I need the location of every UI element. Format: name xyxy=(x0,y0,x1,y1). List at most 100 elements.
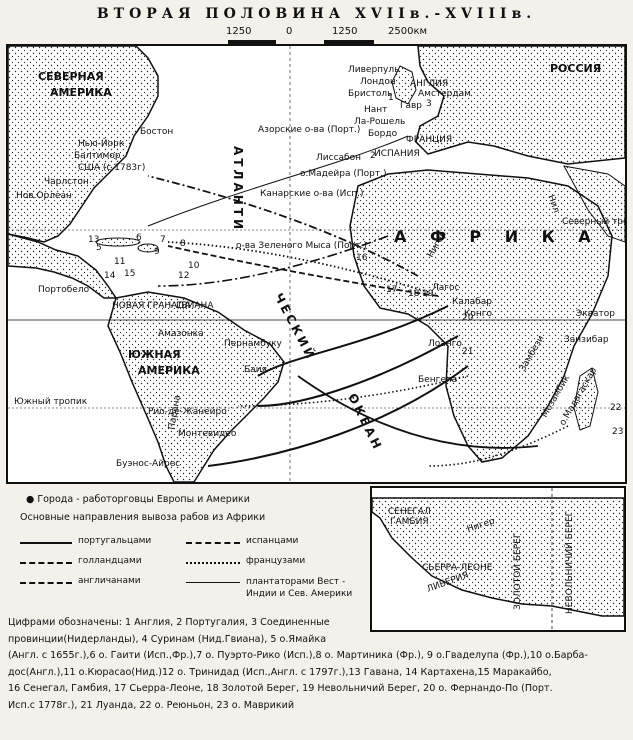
num-16: 16 xyxy=(356,253,368,263)
note-line-1: Цифрами обозначены: 1 Англия, 2 Португал… xyxy=(8,617,330,628)
region-guiana: ГВИАНА xyxy=(176,301,214,311)
region-spain: ИСПАНИЯ xyxy=(374,149,420,159)
scale-label-3: 2500км xyxy=(388,26,428,37)
region-congo: Конго xyxy=(464,309,493,319)
route-dutch xyxy=(167,245,439,297)
city-lisbon: Лиссабон xyxy=(316,153,361,163)
cuba-island xyxy=(95,237,141,247)
num-3: 3 xyxy=(426,99,432,109)
city-amsterdam: Амстердам xyxy=(418,89,471,99)
route-portuguese-3 xyxy=(207,365,469,467)
inset-svg: СЕНЕГАЛ ГАМБИЯ Нигер СЬЕРРА-ЛЕОНЕ ЛИБЕРИ… xyxy=(372,488,624,630)
legend-spanish: испанцами xyxy=(246,536,299,546)
num-1: 1 xyxy=(388,93,394,103)
num-22: 22 xyxy=(610,403,621,413)
label-russia: РОССИЯ xyxy=(550,62,601,75)
label-south-america-1: ЮЖНАЯ xyxy=(128,348,181,361)
route-french-2 xyxy=(237,375,469,407)
route-spanish xyxy=(157,235,389,287)
central-america-land xyxy=(8,233,118,299)
city-portobelo: Портобело xyxy=(38,285,90,295)
label-north-america-1: СЕВЕРНАЯ xyxy=(38,70,104,83)
island-labels: Азорские о-ва (Порт.) о.Мадейра (Порт.) … xyxy=(236,125,386,251)
city-labels: Ливерпуль Лондон Бристоль Амстердам Гавр… xyxy=(16,65,609,469)
island-madeira: о.Мадейра (Порт.) xyxy=(300,169,386,179)
legend-dot-label: Города - работорговцы Европы и Америки xyxy=(37,494,250,505)
num-15: 15 xyxy=(124,269,135,279)
inset-gambia: ГАМБИЯ xyxy=(390,517,429,527)
region-england: АНГЛИЯ xyxy=(410,79,448,89)
label-ocean-2: ЧЕСКИЙ xyxy=(271,290,319,363)
label-africa: А Ф Р И К А xyxy=(394,227,600,246)
num-7: 7 xyxy=(160,235,166,245)
arabia-land xyxy=(563,165,625,243)
inset-map: СЕНЕГАЛ ГАМБИЯ Нигер СЬЕРРА-ЛЕОНЕ ЛИБЕРИ… xyxy=(370,486,626,632)
city-baltimore: Балтимор xyxy=(74,151,121,161)
legend-dashed-line xyxy=(20,562,72,564)
num-11: 11 xyxy=(114,257,125,267)
island-canary: Канарские о-ва (Исп.) xyxy=(260,189,364,199)
legend-solid-line xyxy=(20,542,72,544)
num-23: 23 xyxy=(612,427,623,437)
legend-routes-title: Основные направления вывоза рабов из Афр… xyxy=(20,512,266,523)
num-5: 5 xyxy=(96,243,102,253)
num-8: 8 xyxy=(180,239,186,249)
city-montevideo: Монтевидео xyxy=(178,429,237,439)
city-usa: США (с 1783г) xyxy=(78,163,145,173)
number-labels: 1 2 3 5 6 7 8 9 10 11 12 13 14 15 16 17 … xyxy=(88,93,623,437)
britain-island xyxy=(391,65,417,105)
hispaniola-island xyxy=(137,243,159,253)
note-line-5: 16 Сенегал, Гамбия, 17 Сьерра-Леоне, 18 … xyxy=(8,683,553,694)
city-nantes: Нант xyxy=(364,105,387,115)
legend-dotted-line xyxy=(186,562,240,564)
note-line-6: Исп.с 1778г.), 21 Луанда, 22 о. Реюньон,… xyxy=(8,699,295,711)
map-svg: СЕВЕРНАЯ АМЕРИКА ЮЖНАЯ АМЕРИКА А Ф Р И К… xyxy=(8,46,625,482)
num-13: 13 xyxy=(88,235,99,245)
city-liverpool: Ливерпуль xyxy=(348,65,399,75)
num-9: 9 xyxy=(154,247,160,257)
legend-french: французами xyxy=(246,556,306,566)
island-azores: Азорские о-ва (Порт.) xyxy=(258,125,360,135)
legend-dutch: голландцами xyxy=(78,556,142,566)
region-amazon: Амазонка xyxy=(158,329,204,339)
notes: Цифрами обозначены: 1 Англия, 2 Португал… xyxy=(8,615,623,714)
city-pernambuco: Пернамбуку xyxy=(224,339,283,349)
city-new-orleans: Нов.Орлеан xyxy=(16,191,72,201)
num-2: 2 xyxy=(370,151,376,161)
label-south-america-2: АМЕРИКА xyxy=(138,364,200,377)
city-rio: Рио-де-Жанейро xyxy=(148,407,227,417)
city-bristol: Бристоль xyxy=(348,89,393,99)
city-charleston: Чарлстон xyxy=(44,177,89,187)
map-title: ВТОРАЯ ПОЛОВИНА XVIIв.-XVIIIв. xyxy=(96,6,537,22)
line-north-tropic: Северный тропик xyxy=(562,217,625,227)
legend-thin-line xyxy=(186,582,240,583)
region-new-granada: НОВАЯ ГРАНАДА xyxy=(112,301,191,311)
legend-planters: плантаторами Вест - Индии и Сев. Америки xyxy=(246,577,353,599)
region-france: ФРАНЦИЯ xyxy=(406,135,452,145)
num-21: 21 xyxy=(462,347,473,357)
label-north-america-2: АМЕРИКА xyxy=(50,86,112,99)
north-america-land xyxy=(8,46,159,243)
city-loango: Лоанго xyxy=(428,339,462,349)
city-buenos-aires: Буэнос-Айрес xyxy=(116,459,180,469)
scale-bar: 1250 0 1250 2500км xyxy=(226,26,428,44)
num-12: 12 xyxy=(178,271,189,281)
city-zanzibar: Занзибар xyxy=(564,335,609,345)
europe-land xyxy=(415,46,625,165)
num-17: 17 xyxy=(386,285,397,295)
city-benguela: Бенгела xyxy=(418,375,457,385)
legend-portuguese: португальцами xyxy=(78,536,152,546)
line-equator: Экватор xyxy=(576,309,615,319)
south-america-land xyxy=(107,291,285,482)
city-la-rochelle: Ла-Рошель xyxy=(354,117,405,127)
legend-dashdot2-line xyxy=(20,582,72,584)
note-line-3: (Англ. с 1655г.),6 о. Гаити (Исп.,Фр.),7… xyxy=(8,650,588,661)
slave-routes xyxy=(147,135,569,467)
city-calabar: Калабар xyxy=(452,297,492,307)
city-new-york: Нью-Йорк xyxy=(78,137,125,149)
num-18: 18 xyxy=(408,289,420,299)
city-havre: Гавр xyxy=(400,101,422,111)
inset-slave-coast: НЕВОЛЬНИЧИЙ БЕРЕГ xyxy=(563,511,575,614)
route-portuguese-4 xyxy=(297,375,539,449)
route-east-africa xyxy=(427,425,569,467)
